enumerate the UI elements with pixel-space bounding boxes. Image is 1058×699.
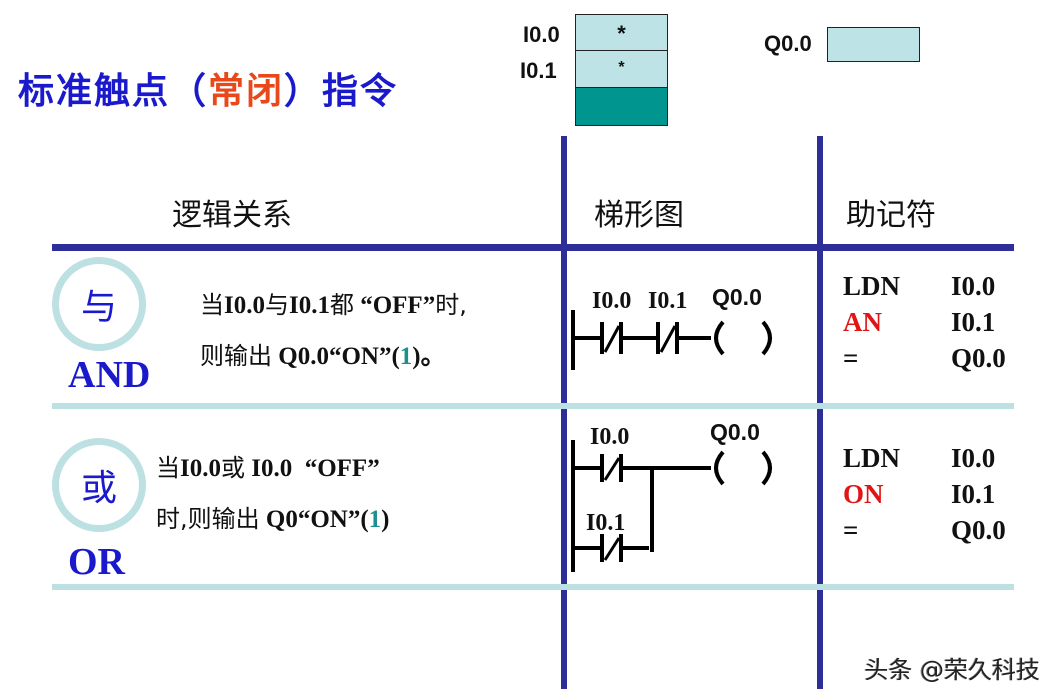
title-prefix: 标准触点（ [18, 71, 209, 112]
or-contact-label-2: I0.1 [586, 510, 626, 536]
title-suffix: ）指令 [284, 71, 399, 112]
or-arg-1: I0.0 [951, 443, 996, 473]
and-arg-3: Q0.0 [951, 343, 1006, 373]
io-label-i00: I0.0 [523, 22, 560, 47]
and-description: 当I0.0与I0.1都 “OFF”时, 则输出 Q0.0“ON”(1)。 [200, 280, 467, 382]
io-label-q00: Q0.0 [764, 31, 812, 56]
header-ladder: 梯形图 [594, 198, 684, 233]
or-arg-3: Q0.0 [951, 515, 1006, 545]
and-mnemonic-ops: LDN AN = [843, 268, 900, 376]
or-contact-label-1: I0.0 [590, 424, 630, 450]
and-arg-1: I0.0 [951, 271, 996, 301]
coil-q00-icon [714, 320, 772, 356]
or-description: 当I0.0或 I0.0 “OFF” 时,则输出 Q0“ON”(1) [156, 443, 390, 545]
and-ladder-diagram [571, 310, 772, 370]
or-ladder-diagram [571, 440, 772, 572]
and-desc-line1: 当I0.0与I0.1都 “OFF”时, [200, 291, 467, 319]
io-cell-result [575, 87, 668, 126]
header-mnemonic: 助记符 [846, 198, 936, 233]
and-op-1: LDN [843, 271, 901, 301]
io-label-i01: I0.1 [520, 58, 557, 83]
and-symbol: 与 [80, 287, 117, 328]
io-cell-q00 [827, 27, 920, 62]
or-op-3: = [843, 515, 859, 545]
and-op-3: = [843, 343, 859, 373]
and-desc-line2: 则输出 Q0.0“ON”(1)。 [200, 342, 446, 370]
and-coil-label: Q0.0 [712, 284, 762, 310]
or-coil-label: Q0.0 [710, 419, 760, 445]
or-arg-2: I0.1 [951, 479, 996, 509]
or-desc-line2: 时,则输出 Q0“ON”(1) [156, 505, 390, 533]
and-symbol-circle: 与 [52, 257, 146, 351]
or-op-2: ON [843, 479, 884, 509]
io-cell-i00: * [575, 14, 668, 51]
title-highlight: 常闭 [208, 71, 285, 112]
or-mnemonic-args: I0.0 I0.1 Q0.0 [951, 440, 1006, 548]
and-contact-label-1: I0.0 [592, 288, 632, 314]
header-rule [52, 244, 1014, 251]
coil-q00-icon [714, 450, 772, 486]
nc-contact-i01-icon [656, 322, 679, 354]
and-arg-2: I0.1 [951, 307, 996, 337]
nc-contact-i00-icon [600, 322, 623, 354]
row-separator-1 [52, 403, 1014, 409]
or-symbol: 或 [80, 468, 117, 509]
io-cell-i01: * [575, 50, 668, 88]
or-desc-line1: 当I0.0或 I0.0 “OFF” [156, 454, 380, 482]
and-label: AND [68, 354, 151, 396]
or-op-1: LDN [843, 443, 901, 473]
or-symbol-circle: 或 [52, 438, 146, 532]
or-label: OR [68, 541, 125, 583]
header-logic: 逻辑关系 [172, 198, 292, 233]
page-title: 标准触点（常闭）指令 [18, 62, 398, 114]
or-mnemonic-ops: LDN ON = [843, 440, 900, 548]
nc-contact-i01-icon [600, 534, 623, 562]
grid-divider-ladder [561, 136, 567, 689]
watermark: 头条 @荣久科技 [864, 656, 1040, 684]
and-op-2: AN [843, 307, 882, 337]
nc-contact-i00-icon [600, 454, 623, 482]
and-mnemonic-args: I0.0 I0.1 Q0.0 [951, 268, 1006, 376]
row-separator-2 [52, 584, 1014, 590]
and-contact-label-2: I0.1 [648, 288, 688, 314]
grid-divider-mnemonic [817, 136, 823, 689]
